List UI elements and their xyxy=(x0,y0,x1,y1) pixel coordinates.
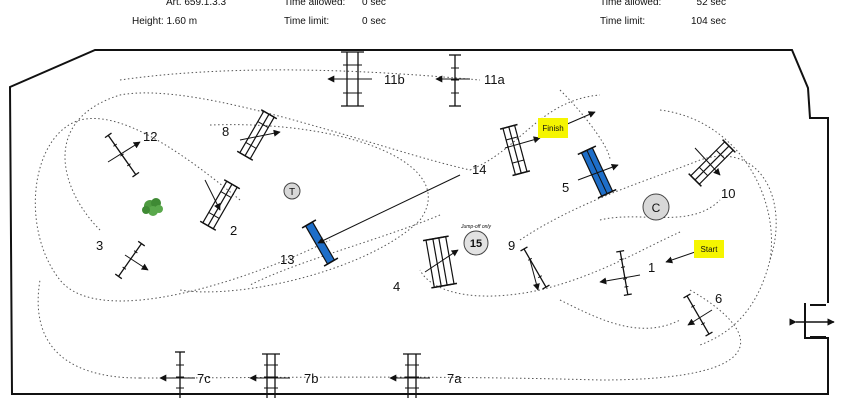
marker-t-icon: T xyxy=(283,182,301,200)
start-tag-text: Start xyxy=(701,245,719,254)
start-arrow xyxy=(665,250,699,264)
obstacle-12-arrow xyxy=(107,141,141,163)
label-1: 1 xyxy=(648,260,655,275)
phase2-time-allowed-label: Time allowed: xyxy=(600,0,662,8)
label-12: 12 xyxy=(143,129,157,144)
obstacle-4[interactable] xyxy=(422,235,458,289)
phase2-time-limit-label: Time limit: xyxy=(600,16,646,27)
obstacle-7b[interactable] xyxy=(262,353,280,398)
label-9: 9 xyxy=(508,238,515,253)
label-6: 6 xyxy=(715,291,722,306)
label-13: 13 xyxy=(280,252,294,267)
obstacle-4-arrow xyxy=(424,249,459,273)
obstacle-5-arrow xyxy=(577,163,619,181)
obstacle-10-arrow xyxy=(694,147,721,176)
obstacle-11a[interactable] xyxy=(449,54,461,107)
marker-t-label: T xyxy=(289,187,295,198)
finish-tag-text: Finish xyxy=(542,124,563,133)
jumpoff-number: 15 xyxy=(470,238,482,250)
obstacle-3[interactable] xyxy=(114,240,146,280)
obstacle-9-arrow xyxy=(529,259,540,291)
obstacle-3-arrow xyxy=(124,254,149,271)
bush-icon xyxy=(142,198,163,216)
label-4: 4 xyxy=(393,279,400,294)
jumpoff-marker-icon: 15 Jump-off only xyxy=(460,224,492,256)
obstacle-14[interactable] xyxy=(499,123,531,177)
label-5: 5 xyxy=(562,180,569,195)
obstacle-14-arrow xyxy=(504,136,541,149)
finish-arrow xyxy=(564,111,596,126)
phase1-time-limit-value: 0 sec xyxy=(362,16,386,27)
obstacle-8[interactable] xyxy=(236,109,278,161)
marker-c-icon: C xyxy=(642,193,670,221)
start-tag: Start xyxy=(694,240,724,258)
finish-tag: Finish xyxy=(538,118,568,138)
obstacle-6-arrow xyxy=(687,309,713,326)
phase1-time-allowed-label: Time allowed: xyxy=(284,0,346,8)
label-2: 2 xyxy=(230,223,237,238)
entry-gate[interactable] xyxy=(789,304,835,338)
article-text: Art. 659.1.3.3 xyxy=(166,0,227,8)
label-11b: 11b xyxy=(384,72,405,87)
obstacle-2-arrow xyxy=(204,179,221,211)
phase2-time-limit-value: 104 sec xyxy=(690,16,726,27)
obstacle-6[interactable] xyxy=(683,293,713,337)
obstacle-7a[interactable] xyxy=(403,353,421,398)
label-11a: 11a xyxy=(484,72,505,87)
obstacle-13[interactable] xyxy=(301,219,339,267)
marker-c-label: C xyxy=(652,201,661,215)
label-14: 14 xyxy=(472,162,486,177)
obstacle-9[interactable] xyxy=(520,246,550,290)
obstacle-1[interactable] xyxy=(616,249,632,297)
obstacle-10[interactable] xyxy=(688,139,736,187)
obstacle-8-arrow xyxy=(239,129,281,141)
label-7b: 7b xyxy=(304,371,318,386)
phase2-time-allowed-value: 52 sec xyxy=(696,0,726,8)
height-text: Height: 1.60 m xyxy=(132,16,198,27)
phase1-time-allowed-value: 0 sec xyxy=(362,0,386,8)
obstacle-13-arrow xyxy=(317,174,461,244)
label-3: 3 xyxy=(96,238,103,253)
phase1-time-limit-label: Time limit: xyxy=(284,16,330,27)
obstacle-7c[interactable] xyxy=(175,351,185,398)
label-7c: 7c xyxy=(197,371,211,386)
obstacle-12[interactable] xyxy=(104,132,140,178)
label-10: 10 xyxy=(721,186,735,201)
label-8: 8 xyxy=(222,124,229,139)
jumpoff-caption: Jump-off only xyxy=(460,224,492,230)
label-7a: 7a xyxy=(447,371,462,386)
riding-route xyxy=(34,69,777,381)
obstacle-1-arrow xyxy=(599,274,641,285)
obstacle-5[interactable] xyxy=(577,145,617,199)
